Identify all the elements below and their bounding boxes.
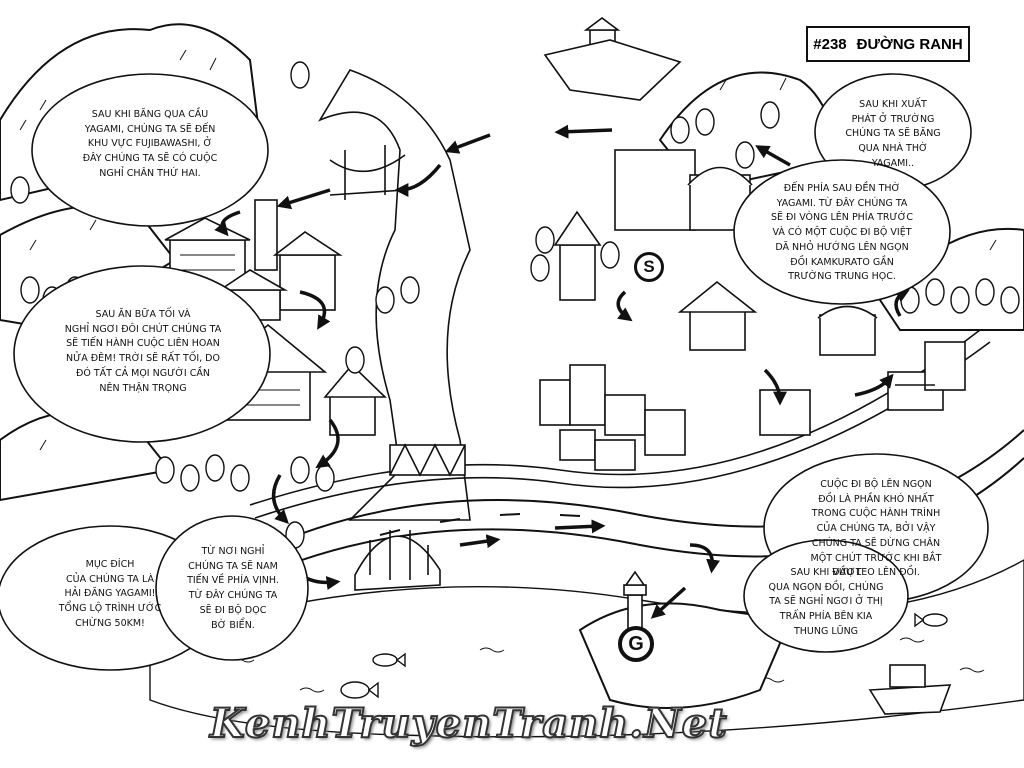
chapter-title-box: #238 ĐƯỜNG RANH: [806, 26, 970, 62]
suspension-bridge: [329, 145, 406, 200]
speech-bubble-hill-climb: CUỘC ĐI BỘ LÊN NGỌN ĐỒI LÀ PHẦN KHÓ NHẤT…: [810, 479, 942, 579]
chapter-title: ĐƯỜNG RANH: [856, 35, 963, 53]
speech-bubble-yagami-bridge: SAU KHI BĂNG QUA CẦU YAGAMI, CHÚNG TA SẼ…: [82, 109, 218, 179]
speech-bubble-start: SAU KHI XUẤT PHÁT Ở TRƯỜNG CHÚNG TA SẼ B…: [845, 99, 941, 169]
speech-bubble-goal: MỤC ĐÍCH CỦA CHÚNG TA LÀ HẢI ĐĂNG YAGAMI…: [58, 559, 162, 629]
fish: [340, 612, 948, 699]
start-marker: S: [634, 252, 664, 282]
boat: [868, 664, 952, 715]
river-valley: [318, 69, 471, 521]
speech-bubble-valley-town: SAU KHI VƯỢT QUA NGỌN ĐỒI, CHÚNG TA SẼ N…: [768, 567, 884, 637]
chapter-number: #238: [813, 35, 847, 53]
watermark: KenhTruyenTranh.Net: [209, 699, 728, 748]
train: [887, 341, 966, 411]
speech-bubble-shapes: [0, 73, 989, 671]
truss-bridge: [389, 443, 466, 477]
speech-bubble-shrine-hike: ĐẾN PHÍA SAU ĐỀN THỜ YAGAMI. TỪ ĐÂY CHÚN…: [770, 183, 913, 283]
railway: [249, 329, 991, 519]
waves: [229, 637, 985, 693]
arch-bridge: [354, 530, 441, 591]
buildings-right: [539, 17, 878, 471]
speech-bubble-coastal-walk: TỪ NƠI NGHỈ CHÚNG TA SẼ NAM TIẾN VỀ PHÍA…: [187, 546, 279, 631]
lighthouse: [623, 570, 647, 632]
route-arrows: [214, 124, 910, 619]
speech-bubble-midnight-party: SAU ĂN BỮA TỐI VÀ NGHỈ NGƠI ĐÔI CHÚT CHÚ…: [64, 309, 222, 394]
goal-marker: G: [618, 626, 654, 662]
